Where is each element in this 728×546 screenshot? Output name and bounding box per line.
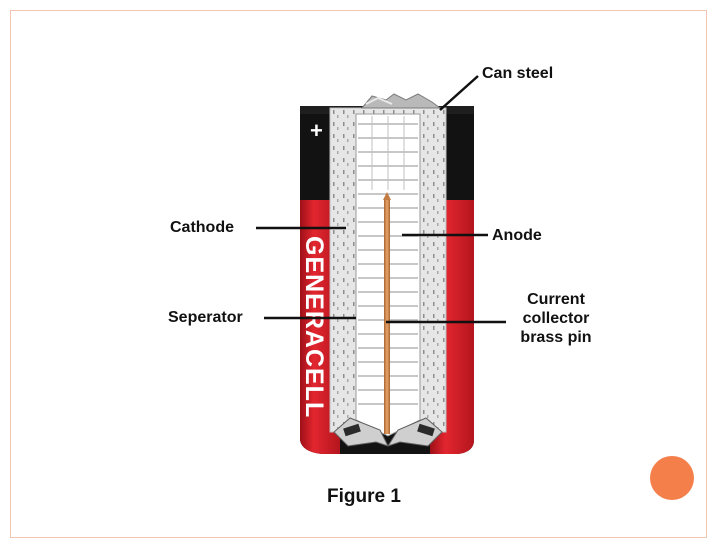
positive-terminal-symbol: + — [310, 118, 323, 143]
brass-pin — [384, 200, 390, 434]
label-anode: Anode — [492, 227, 542, 244]
label-cathode: Cathode — [170, 219, 234, 236]
can-steel-top — [360, 93, 442, 109]
label-can-steel: Can steel — [482, 65, 554, 82]
label-current-collector: Current collector brass pin — [520, 291, 592, 346]
bottom-seal — [333, 417, 443, 448]
leader-lines — [256, 75, 506, 324]
label-separator: Seperator — [168, 309, 243, 326]
brand-text: GENERACELL — [300, 236, 328, 418]
leader-can-steel — [439, 75, 479, 111]
slide-corner-circle — [650, 456, 694, 500]
slide-frame — [10, 10, 707, 538]
figure-caption: Figure 1 — [327, 486, 401, 507]
